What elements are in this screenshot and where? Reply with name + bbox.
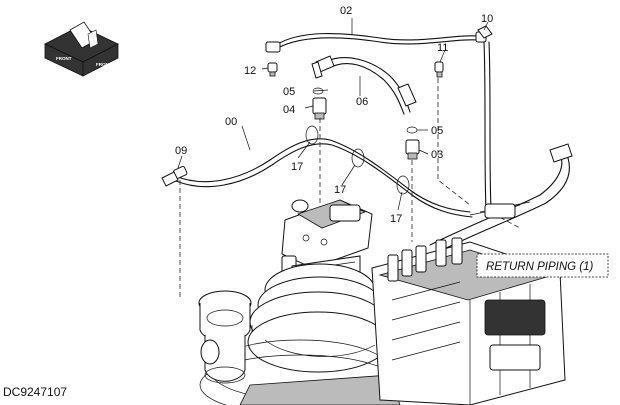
reference-lines (179, 78, 521, 300)
orientation-text-top: FRONT (56, 56, 72, 61)
return-piping-reference-box: RETURN PIPING (1) (476, 253, 609, 278)
fitting-03 (405, 139, 420, 160)
callout-17-b: 17 (334, 184, 346, 196)
front-orientation-icon: FRONT FRONT (44, 21, 119, 77)
callout-09: 09 (175, 145, 187, 157)
fitting-10 (477, 25, 493, 211)
seal-05-right (406, 126, 418, 134)
callout-03: 03 (431, 149, 443, 161)
clamp-17-b (351, 148, 365, 168)
hose-06 (311, 55, 417, 115)
fitting-11 (434, 61, 444, 78)
callout-17-a: 17 (291, 161, 303, 173)
fitting-12 (267, 62, 278, 77)
fitting-09 (161, 165, 188, 187)
callout-04: 04 (283, 104, 295, 116)
callout-00: 00 (225, 116, 237, 128)
clamp-17-a (305, 125, 319, 145)
return-piping (429, 143, 573, 254)
callout-02: 02 (340, 5, 352, 17)
callout-10: 10 (481, 13, 493, 25)
callouts: 02 10 11 12 05 04 06 05 03 00 09 17 17 1… (175, 5, 493, 225)
hose-00 (174, 138, 473, 218)
callout-05-left: 05 (283, 86, 295, 98)
callout-12: 12 (244, 65, 256, 77)
return-piping-label: RETURN PIPING (1) (486, 261, 594, 273)
seal-05-left (312, 87, 324, 95)
callout-05-right: 05 (431, 125, 443, 137)
orientation-text-side: FRONT (96, 62, 112, 67)
hose-02 (265, 31, 487, 53)
callout-06: 06 (356, 96, 368, 108)
fitting-04 (312, 97, 327, 120)
callout-17-c: 17 (390, 213, 402, 225)
swivel-joint (198, 290, 252, 384)
clamp-17-c (396, 175, 410, 195)
callout-11: 11 (437, 42, 448, 54)
reduction-gear (199, 263, 401, 405)
leader-lines (177, 18, 489, 211)
document-id: DC9247107 (3, 385, 67, 399)
